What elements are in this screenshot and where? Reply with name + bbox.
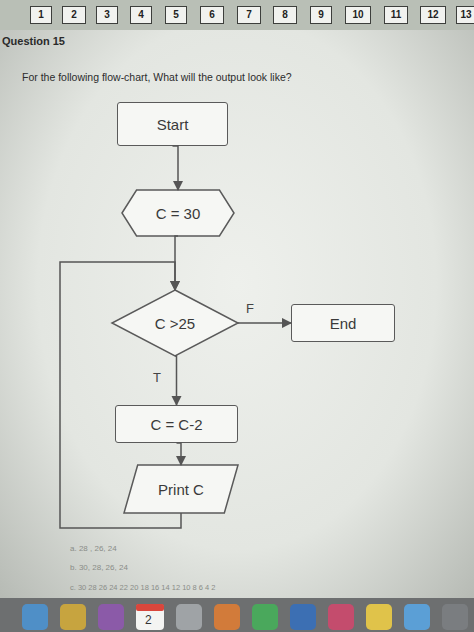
- calendar-icon: [136, 604, 164, 630]
- node-text: C = 30: [156, 205, 201, 222]
- shape-border: [122, 190, 234, 236]
- dock-icon: [404, 604, 430, 630]
- init-hexagon: C = 30: [122, 190, 234, 236]
- question-nav-button: 9: [310, 6, 332, 24]
- question-nav-button: 8: [273, 6, 297, 24]
- dock-icon: [252, 604, 278, 630]
- answer-option: b. 30, 28, 26, 24: [70, 563, 128, 572]
- question-nav-button: 4: [130, 6, 152, 24]
- node-text: C = C-2: [150, 416, 202, 433]
- end-terminal: End: [291, 304, 395, 342]
- question-nav-button: 12: [420, 6, 446, 24]
- question-nav-button: 1: [30, 6, 52, 24]
- dock-icon: [328, 604, 354, 630]
- question-nav-button: 11: [384, 6, 408, 24]
- answer-option: c. 30 28 26 24 22 20 18 16 14 12 10 8 6 …: [70, 583, 216, 592]
- start-terminal: Start: [117, 102, 228, 146]
- dock-bar: [0, 598, 474, 632]
- dock-icon: [290, 604, 316, 630]
- branch-label: F: [246, 301, 254, 316]
- output-parallelogram: Print C: [124, 465, 238, 513]
- flow-arrow: [60, 262, 181, 528]
- branch-label: T: [153, 370, 161, 385]
- decision-diamond: C >25: [112, 290, 238, 356]
- dock-icon: [176, 604, 202, 630]
- question-nav-button: 5: [165, 6, 187, 24]
- dock-icon: [442, 604, 468, 630]
- flow-arrow: [238, 322, 291, 324]
- dock-icon: [22, 604, 48, 630]
- flow-arrow: [177, 443, 182, 465]
- dock-icon: [214, 604, 240, 630]
- dock-icon: [60, 604, 86, 630]
- node-text: Print C: [158, 481, 204, 498]
- calendar-header: [136, 604, 164, 611]
- question-nav-button: 2: [62, 6, 86, 24]
- process-box: C = C-2: [115, 405, 238, 443]
- dock-icon: [366, 604, 392, 630]
- question-nav-button: 7: [237, 6, 261, 24]
- question-text: For the following flow-chart, What will …: [22, 71, 292, 83]
- node-text: C >25: [155, 315, 195, 332]
- question-nav-button: 6: [200, 6, 224, 24]
- question-nav-button: 10: [345, 6, 371, 24]
- flow-arrow: [175, 236, 178, 290]
- node-text: Start: [157, 116, 189, 133]
- calendar-day: 2: [145, 613, 152, 627]
- shape-border: [112, 290, 238, 356]
- dock-icon: [98, 604, 124, 630]
- flow-arrow: [173, 146, 179, 190]
- flow-arrow: [175, 356, 177, 405]
- question-nav-button: 3: [96, 6, 118, 24]
- answer-option: a. 28 , 26, 24: [70, 544, 117, 553]
- question-heading: Question 15: [2, 35, 65, 47]
- question-nav-button: 13: [456, 6, 474, 24]
- node-text: End: [330, 315, 357, 332]
- shape-border: [124, 465, 238, 513]
- top-bar: [0, 0, 474, 30]
